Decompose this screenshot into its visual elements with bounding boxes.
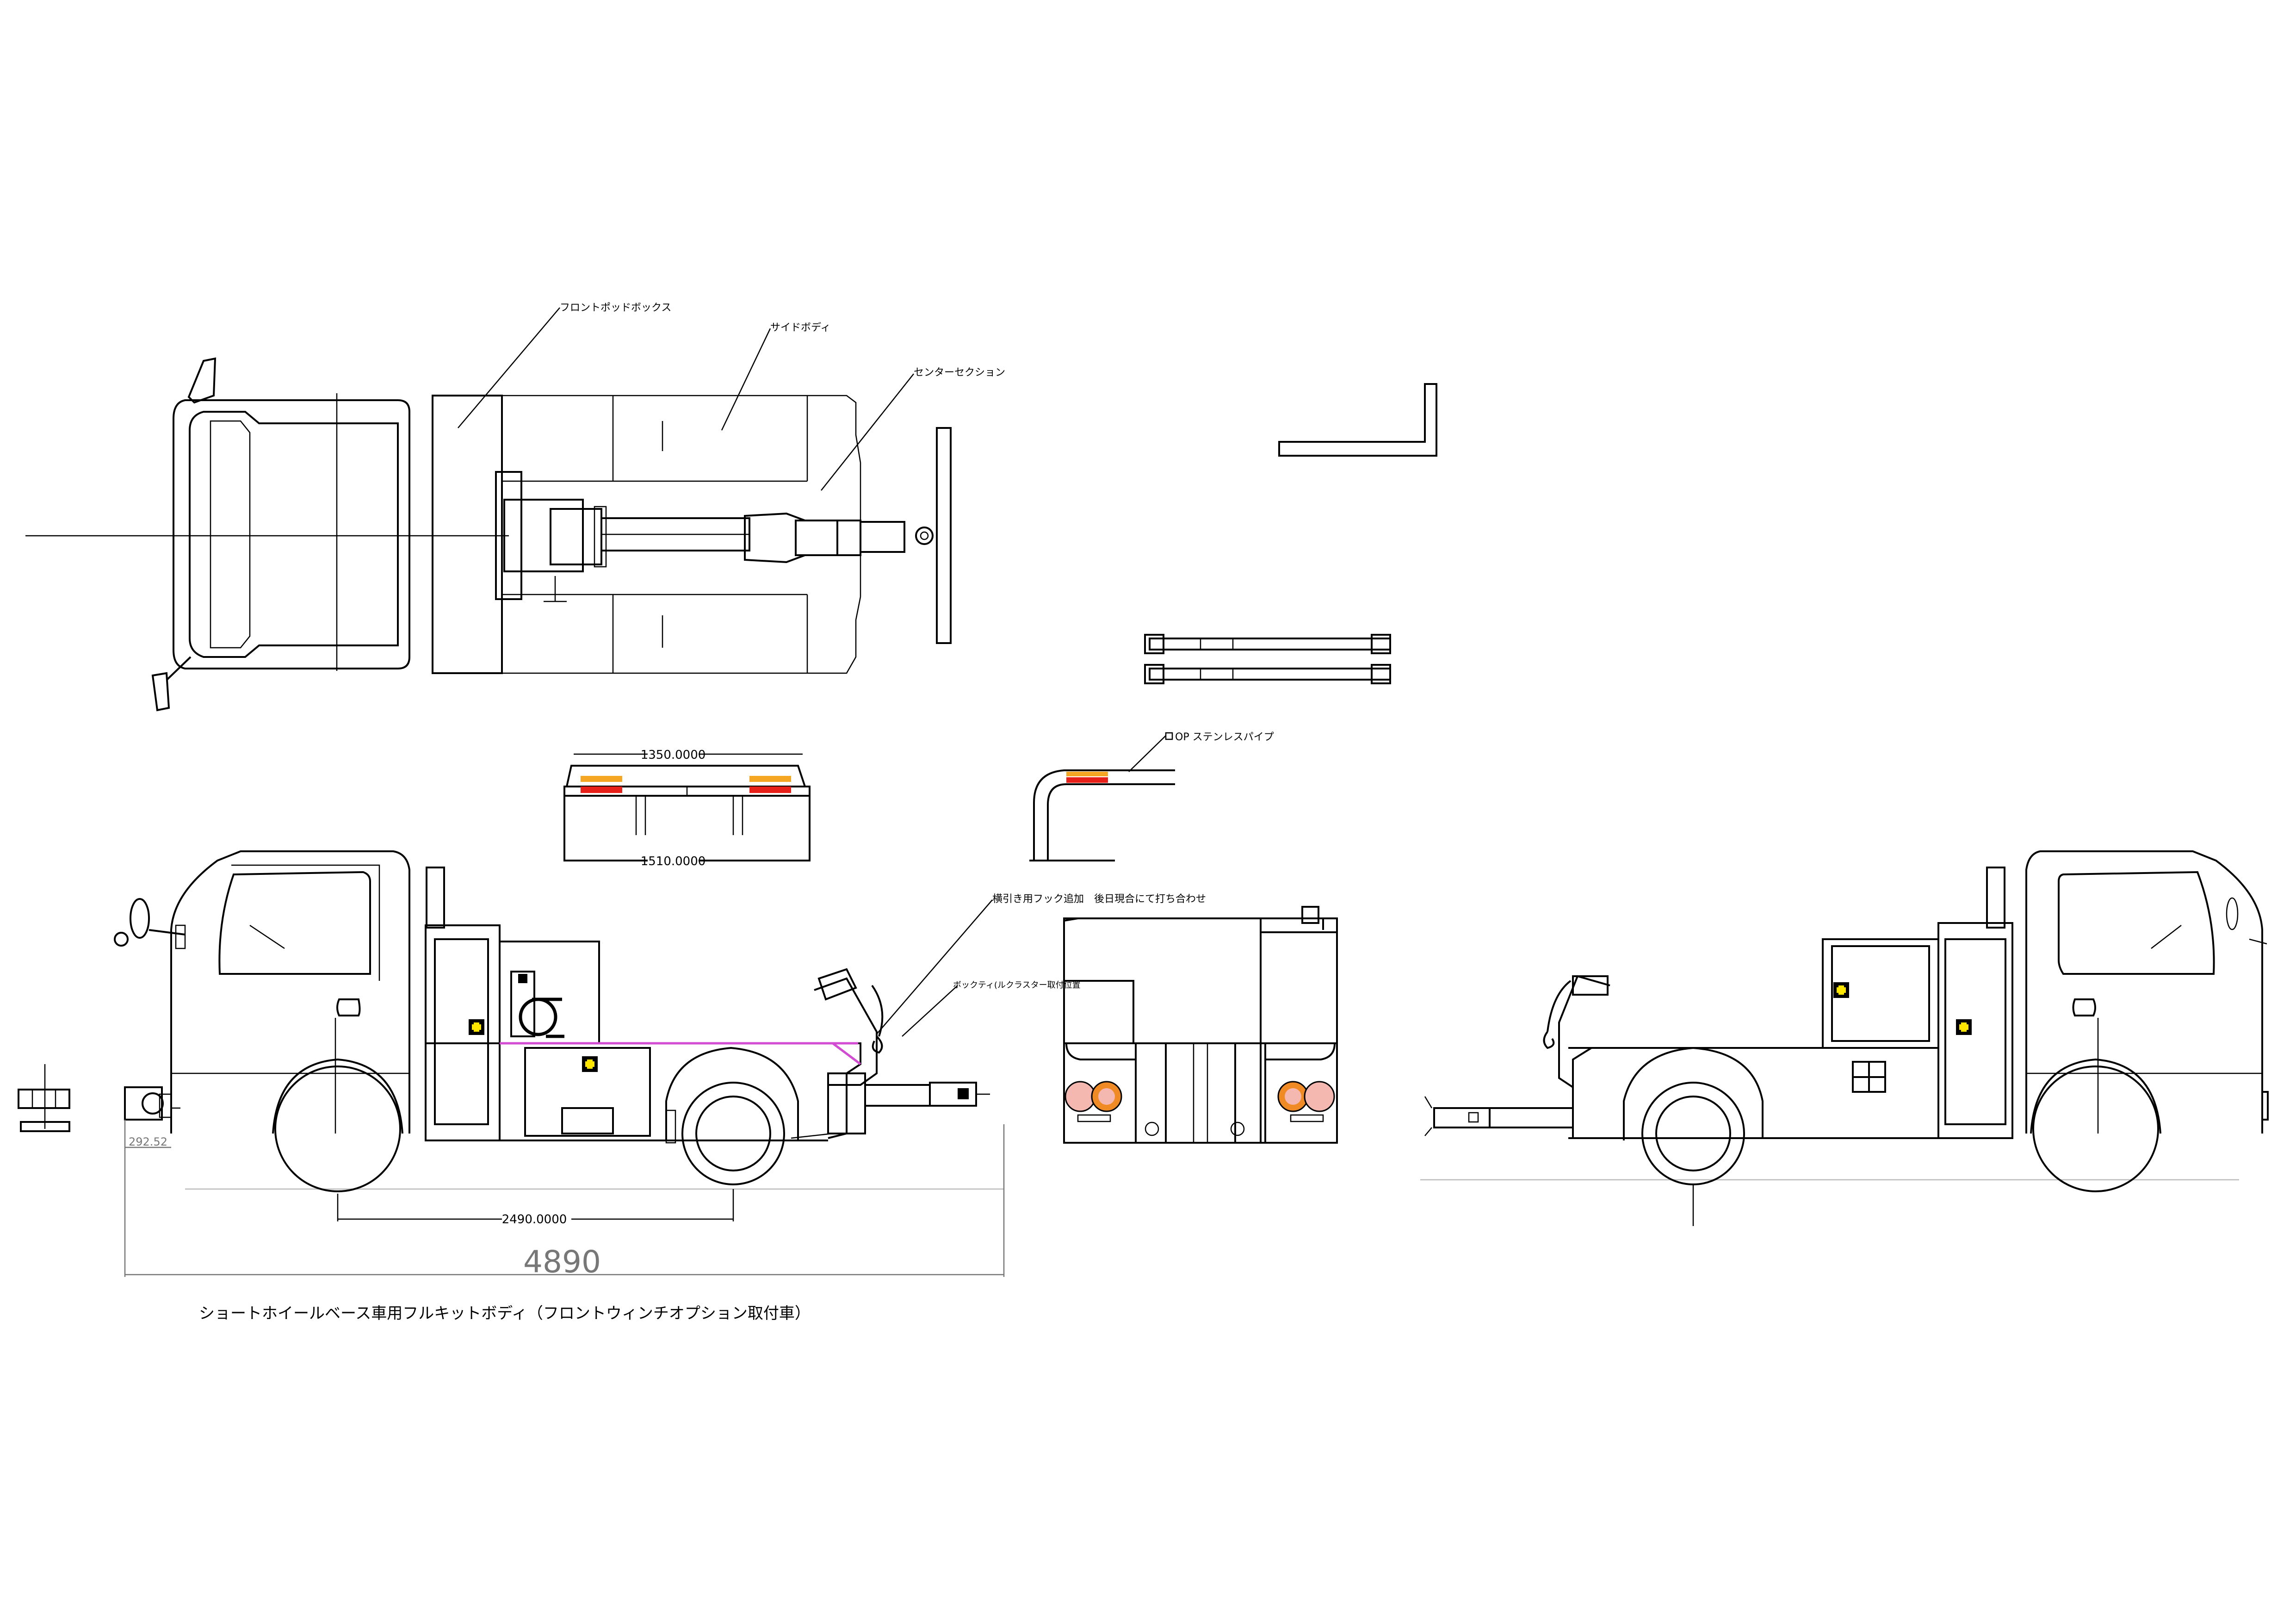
side-view-right	[1420, 850, 2269, 1226]
cab-top	[173, 399, 410, 669]
bar-detail	[1144, 634, 1391, 684]
l-bracket-detail	[1278, 383, 1437, 457]
top-view: フロントポッドボックス サイドボディ センターセクション	[25, 302, 1005, 712]
dim-wheelbase: 2490.0000	[502, 1213, 567, 1227]
mirror-top-lower	[151, 672, 170, 712]
hook-side-right	[1543, 1031, 1555, 1049]
cab-roof-outline	[189, 411, 399, 658]
front-pod-box-top	[432, 395, 503, 674]
reflector-right	[749, 787, 791, 793]
mirror-side-right	[2226, 897, 2239, 930]
dimensions-side: 2490.0000 4890 292.52	[124, 1120, 1005, 1280]
hook-side	[872, 1035, 883, 1054]
cab-window-right	[2058, 871, 2215, 975]
dim-top-width: 1350.0000	[641, 748, 706, 762]
rear-view	[1063, 906, 1338, 1144]
dim-front-overhang: 292.52	[129, 1135, 167, 1148]
label-option-pipe: OP ステンレスパイプ	[1175, 731, 1274, 743]
lower-side-box	[524, 1047, 651, 1137]
pipe-detail: OP ステンレスパイプ	[1029, 731, 1274, 861]
cab-side	[170, 850, 410, 1134]
tail-lamp-right-outer	[1304, 1081, 1335, 1112]
front-pod-box-side-right	[1937, 922, 2013, 1139]
mirror-top-upper	[187, 357, 217, 404]
side-winch-drum	[519, 997, 557, 1036]
rear-wheel-left	[681, 1082, 785, 1185]
front-winch-top	[495, 471, 522, 600]
label-box-cluster: ボックティ(ルクラスター取付位置	[953, 980, 1081, 990]
drawing-caption: ショートホイールベース車用フルキットボディ（フロントウィンチオプション取付車）	[199, 1304, 811, 1323]
cab-side-right	[2025, 850, 2263, 1134]
label-front-pod-box: フロントポッドボックス	[560, 302, 671, 314]
front-wheel-left	[274, 1065, 401, 1192]
tow-arm-side	[864, 1084, 931, 1107]
mirror-side-left	[130, 898, 150, 939]
lift-head-top	[795, 520, 838, 556]
reflector-left	[581, 787, 622, 793]
cab-window-left	[218, 871, 371, 975]
rear-wheel-right	[1641, 1082, 1745, 1185]
exhaust-stack	[426, 867, 445, 929]
crossbar-top	[936, 427, 952, 644]
dim-bottom-width: 1510.0000	[641, 855, 706, 868]
label-side-body: サイドボディ	[770, 322, 830, 334]
side-view-left: 横引き用フック追加 後日現合にて打ち合わせ ボックティ(ルクラスター取付位置	[114, 850, 1206, 1192]
front-wheel-right	[2032, 1065, 2159, 1192]
tail-lamp-left-outer	[1064, 1081, 1096, 1112]
boom-side-right	[1558, 975, 1610, 1088]
label-center-section: センターセクション	[914, 367, 1005, 378]
label-hook-note: 横引き用フック追加 後日現合にて打ち合わせ	[992, 893, 1206, 905]
windshield-top	[210, 420, 251, 649]
rear-panel-detail: 1350.0000 1510.0000	[563, 748, 811, 868]
front-mini-detail	[18, 1064, 70, 1132]
tow-arm-side-right	[1489, 1107, 1574, 1128]
dim-overall-length: 4890	[523, 1244, 601, 1280]
